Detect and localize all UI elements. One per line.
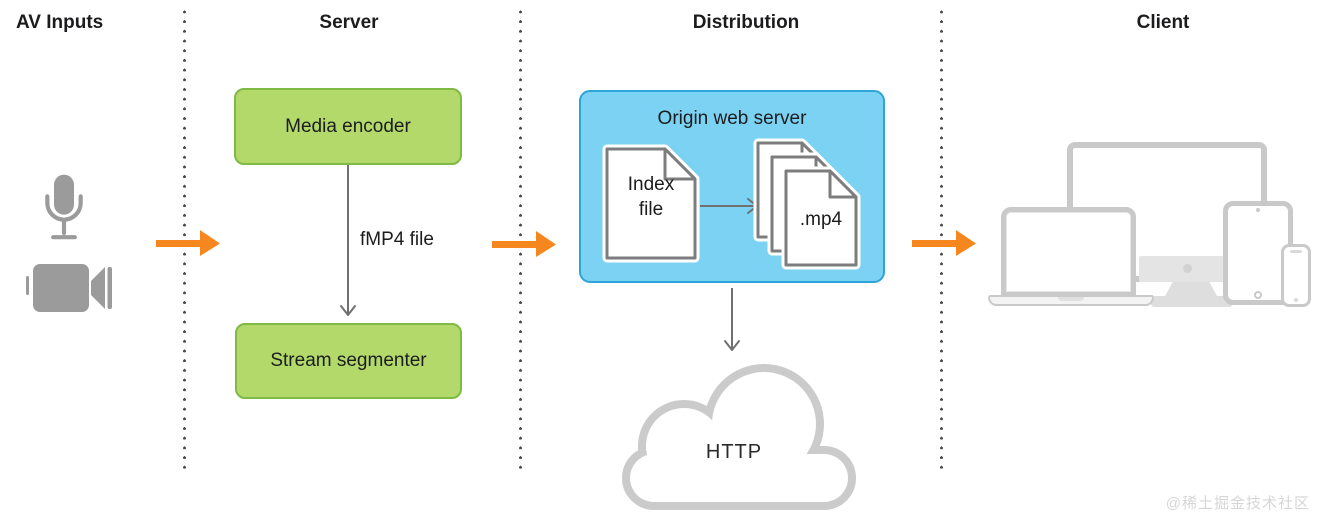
smartphone-icon: [1281, 244, 1311, 307]
tablet-camera-dot: [1256, 208, 1260, 212]
header-distribution: Distribution: [692, 12, 800, 33]
node-media-encoder: Media encoder: [234, 88, 462, 165]
index-file-label: Index file: [627, 174, 675, 221]
gray-down-arrow-icon: [724, 288, 740, 351]
header-client: Client: [1136, 12, 1190, 33]
microphone-icon: [45, 174, 83, 240]
desktop-stand-neck: [1164, 282, 1218, 298]
laptop-base: [988, 295, 1154, 306]
desktop-logo-dot: [1183, 264, 1192, 273]
http-label: HTTP: [705, 441, 763, 463]
gray-right-arrow-icon: [700, 198, 758, 214]
node-media-encoder-label: Media encoder: [285, 115, 411, 137]
origin-web-server-title: Origin web server: [657, 108, 807, 129]
smartphone-speaker-bar: [1290, 250, 1302, 253]
smartphone-home-dot: [1294, 298, 1298, 302]
mp4-label: .mp4: [799, 209, 843, 230]
watermark: @稀土掘金技术社区: [1165, 495, 1310, 512]
orange-right-arrow-icon: [912, 230, 976, 256]
cloud-icon: [622, 364, 856, 510]
node-stream-segmenter-label: Stream segmenter: [270, 350, 427, 371]
divider-dotted-3: [940, 8, 943, 470]
node-stream-segmenter: Stream segmenter: [235, 323, 462, 399]
orange-right-arrow-icon: [492, 231, 556, 257]
header-av-inputs: AV Inputs: [16, 12, 104, 33]
header-server: Server: [319, 12, 379, 33]
document-icon: [602, 144, 700, 263]
desktop-stand-foot: [1150, 296, 1232, 307]
divider-dotted-1: [183, 8, 186, 470]
gray-down-arrow-icon: [340, 165, 356, 316]
document-stack-icon: [753, 138, 861, 270]
edge-label-fmp4: fMP4 file: [360, 229, 434, 250]
laptop-icon: [1001, 207, 1136, 297]
video-camera-icon: [26, 264, 112, 312]
orange-right-arrow-icon: [156, 230, 220, 256]
divider-dotted-2: [519, 8, 522, 470]
tablet-home-button: [1254, 291, 1262, 299]
laptop-notch: [1058, 297, 1084, 301]
